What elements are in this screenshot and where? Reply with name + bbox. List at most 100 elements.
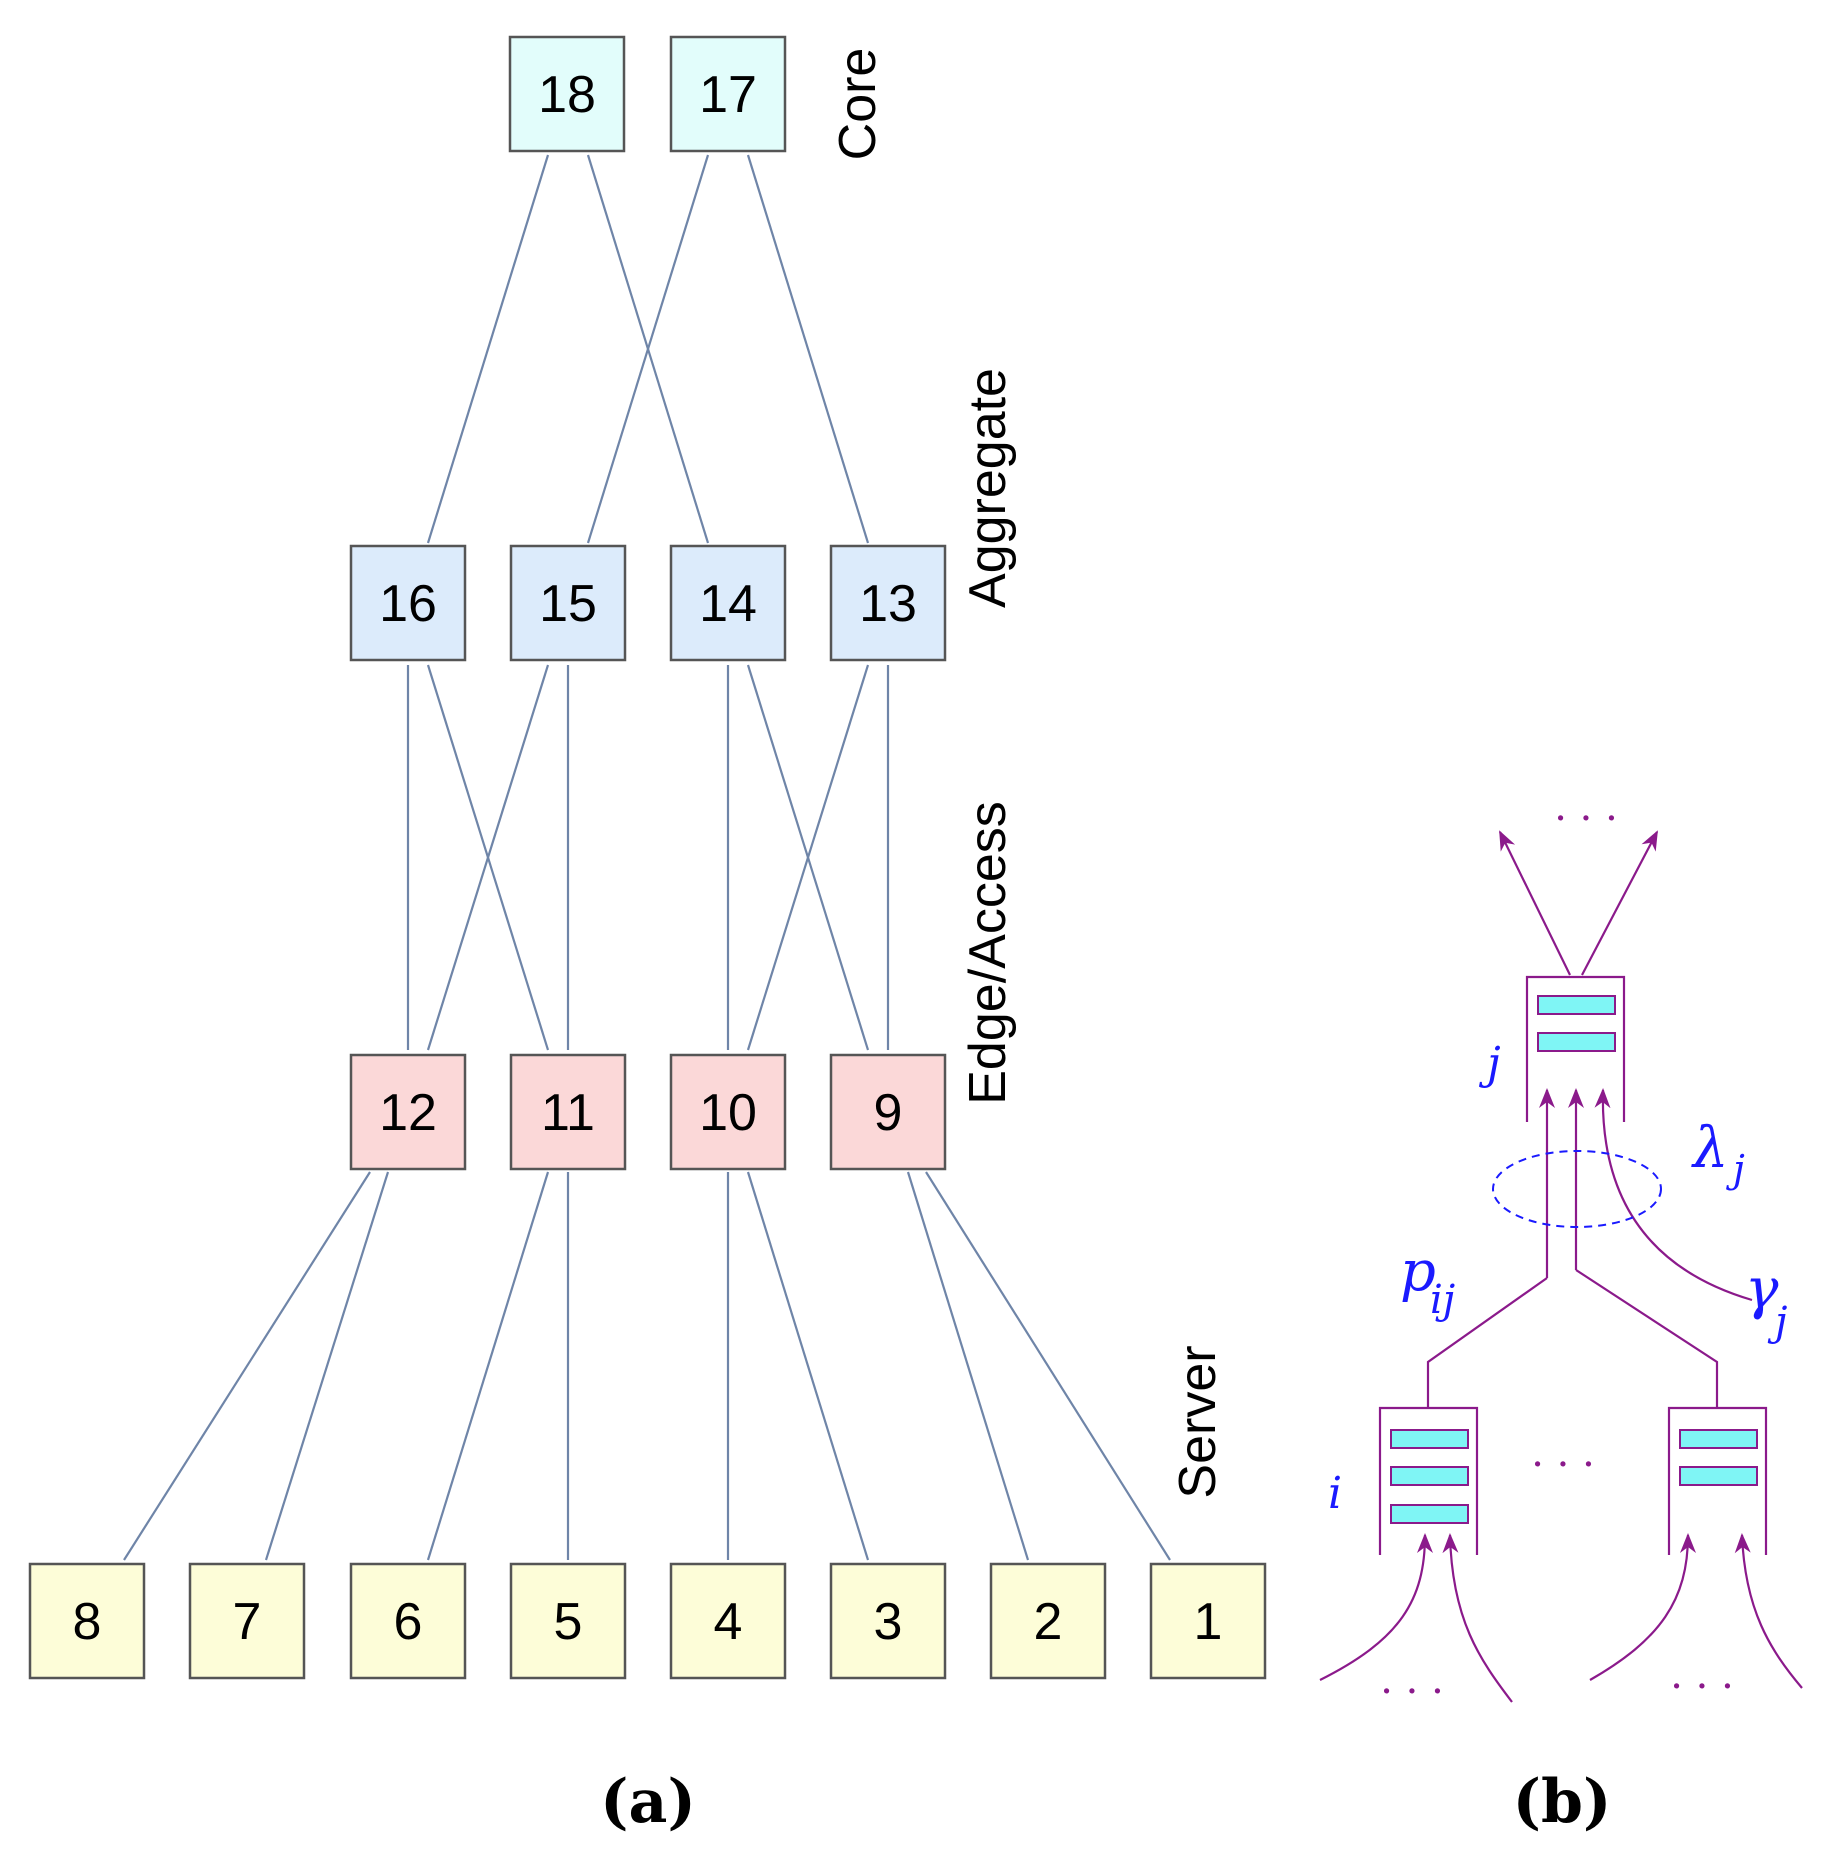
link-12-7 bbox=[264, 1171, 390, 1561]
tier-label-edge: Edge/Access bbox=[959, 801, 1017, 1105]
aggregate-node: 16 bbox=[349, 544, 467, 662]
arrow-into-i-right bbox=[1442, 1533, 1513, 1703]
queue-right-slot bbox=[1679, 1466, 1758, 1486]
queue-i bbox=[1378, 1406, 1479, 1555]
out-arrow-left bbox=[1499, 830, 1571, 976]
label-lambda: λ j bbox=[1691, 1116, 1745, 1191]
core-node-box bbox=[669, 35, 787, 153]
core-aggregate-links bbox=[426, 154, 870, 544]
aggregate-node-box bbox=[829, 544, 947, 662]
queue-j-outline bbox=[1525, 975, 1626, 1122]
core-node-label: 17 bbox=[699, 66, 757, 124]
edge-node-label: 10 bbox=[699, 1084, 757, 1142]
edge-tier: 12 11 10 9 Edge/Access bbox=[349, 801, 1017, 1171]
lambda-subscript: j bbox=[1726, 1147, 1745, 1191]
server-node: 3 bbox=[829, 1562, 947, 1680]
caption-b: (b) bbox=[1513, 1767, 1612, 1837]
core-node-box bbox=[508, 35, 626, 153]
aggregate-node: 14 bbox=[669, 544, 787, 662]
ellipsis-middle: · · · bbox=[1531, 1442, 1595, 1488]
edge-node-box bbox=[509, 1053, 627, 1171]
link-17-13 bbox=[746, 154, 870, 544]
label-gamma: γ j bbox=[1745, 1257, 1787, 1345]
arrow-into-right-right bbox=[1734, 1533, 1803, 1689]
core-node-label: 18 bbox=[538, 66, 596, 124]
p-subscript: ij bbox=[1430, 1277, 1455, 1323]
queue-j bbox=[1525, 975, 1626, 1122]
queue-right bbox=[1667, 1406, 1768, 1555]
panel-b: · · · j λ j p ij γ j bbox=[1319, 796, 1803, 1837]
server-node: 2 bbox=[989, 1562, 1107, 1680]
server-node: 6 bbox=[349, 1562, 467, 1680]
edge-node: 11 bbox=[509, 1053, 627, 1171]
link-9-2 bbox=[906, 1171, 1030, 1561]
aggregate-node-box bbox=[349, 544, 467, 662]
label-j: j bbox=[1478, 1038, 1501, 1089]
link-9-1 bbox=[925, 1171, 1171, 1561]
edge-node-label: 11 bbox=[541, 1084, 595, 1142]
panel-a: 18 17 Core 16 15 14 13 bbox=[28, 35, 1267, 1837]
caption-a: (a) bbox=[600, 1767, 696, 1837]
server-node: 1 bbox=[1149, 1562, 1267, 1680]
ellipsis-bottom-left: · · · bbox=[1380, 1669, 1444, 1715]
gamma-symbol: γ bbox=[1745, 1257, 1779, 1322]
tier-label-core: Core bbox=[829, 48, 887, 161]
queue-right-slot bbox=[1679, 1429, 1758, 1449]
aggregate-node: 13 bbox=[829, 544, 947, 662]
queue-i-outline bbox=[1378, 1406, 1479, 1555]
server-node-label: 1 bbox=[1194, 1593, 1223, 1651]
tier-label-server: Server bbox=[1169, 1345, 1227, 1498]
server-node-box bbox=[349, 1562, 467, 1680]
aggregate-node-label: 16 bbox=[379, 575, 437, 633]
server-node-label: 8 bbox=[73, 1593, 102, 1651]
edge-node: 10 bbox=[669, 1053, 787, 1171]
server-node-label: 7 bbox=[233, 1593, 262, 1651]
arrow-into-i-left bbox=[1319, 1533, 1433, 1681]
link-17-15 bbox=[586, 154, 710, 544]
tier-label-aggregate: Aggregate bbox=[959, 368, 1017, 608]
server-node-label: 5 bbox=[554, 1593, 583, 1651]
aggregate-node-label: 14 bbox=[699, 575, 757, 633]
server-node-box bbox=[989, 1562, 1107, 1680]
label-i: i bbox=[1328, 1468, 1342, 1519]
link-13-10 bbox=[746, 664, 870, 1051]
server-node-box bbox=[188, 1562, 306, 1680]
queue-j-slot bbox=[1537, 995, 1616, 1015]
link-11-6 bbox=[426, 1171, 550, 1561]
queue-i-slot bbox=[1390, 1466, 1469, 1486]
server-tier: 8 7 6 5 4 3 2 bbox=[28, 1345, 1267, 1680]
aggregate-node-box bbox=[509, 544, 627, 662]
aggregate-node-box bbox=[669, 544, 787, 662]
link-15-12 bbox=[426, 664, 550, 1051]
server-node: 8 bbox=[28, 1562, 146, 1680]
edge-node-box bbox=[669, 1053, 787, 1171]
server-node-label: 2 bbox=[1034, 1593, 1063, 1651]
server-node-label: 3 bbox=[874, 1593, 903, 1651]
aggregation-ellipse bbox=[1492, 1150, 1662, 1228]
edge-node-box bbox=[349, 1053, 467, 1171]
route-from-right bbox=[1575, 1269, 1719, 1408]
edge-node-label: 9 bbox=[874, 1084, 903, 1142]
queue-j-slot bbox=[1537, 1032, 1616, 1052]
arrow-into-right-left bbox=[1589, 1533, 1696, 1681]
link-18-16 bbox=[426, 154, 550, 544]
server-node: 7 bbox=[188, 1562, 306, 1680]
edge-node-box bbox=[829, 1053, 947, 1171]
core-tier: 18 17 Core bbox=[508, 35, 887, 161]
link-10-3 bbox=[746, 1171, 870, 1561]
aggregate-node: 15 bbox=[509, 544, 627, 662]
server-node-box bbox=[669, 1562, 787, 1680]
aggregate-edge-links bbox=[406, 664, 890, 1051]
out-arrow-right bbox=[1581, 830, 1658, 976]
edge-server-links bbox=[123, 1171, 1171, 1561]
queue-i-slot bbox=[1390, 1429, 1469, 1449]
edge-node: 12 bbox=[349, 1053, 467, 1171]
p-symbol: p bbox=[1400, 1239, 1436, 1304]
edge-node: 9 bbox=[829, 1053, 947, 1171]
core-node: 18 bbox=[508, 35, 626, 153]
aggregate-node-label: 15 bbox=[539, 575, 597, 633]
server-node-label: 4 bbox=[714, 1593, 743, 1651]
ellipsis-bottom-right: · · · bbox=[1670, 1664, 1734, 1710]
queue-right-outline bbox=[1667, 1406, 1768, 1555]
edge-node-label: 12 bbox=[379, 1084, 437, 1142]
